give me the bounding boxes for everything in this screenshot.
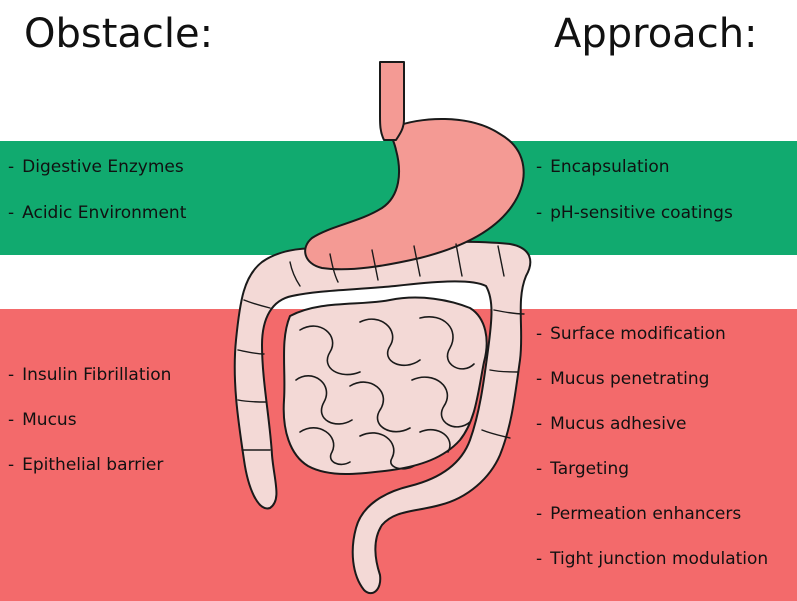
intestine-approach-list: -Surface modification -Mucus penetrating… <box>536 323 768 593</box>
list-item: -Targeting <box>536 458 768 480</box>
esophagus-shape <box>380 62 404 140</box>
intestine-obstacle-list: -Insulin Fibrillation -Mucus -Epithelial… <box>8 364 171 499</box>
stomach-obstacle-list: -Digestive Enzymes -Acidic Environment <box>8 156 186 248</box>
list-item: -Mucus <box>8 409 171 431</box>
list-item: -Permeation enhancers <box>536 503 768 525</box>
list-item: -Insulin Fibrillation <box>8 364 171 386</box>
list-item: -Mucus adhesive <box>536 413 768 435</box>
list-item: -Tight junction modulation <box>536 548 768 570</box>
list-item: -Acidic Environment <box>8 202 186 224</box>
stomach-approach-list: -Encapsulation -pH-sensitive coatings <box>536 156 733 248</box>
list-item: -Epithelial barrier <box>8 454 171 476</box>
list-item: -pH-sensitive coatings <box>536 202 733 224</box>
list-item: -Digestive Enzymes <box>8 156 186 178</box>
list-item: -Encapsulation <box>536 156 733 178</box>
list-item: -Surface modification <box>536 323 768 345</box>
list-item: -Mucus penetrating <box>536 368 768 390</box>
